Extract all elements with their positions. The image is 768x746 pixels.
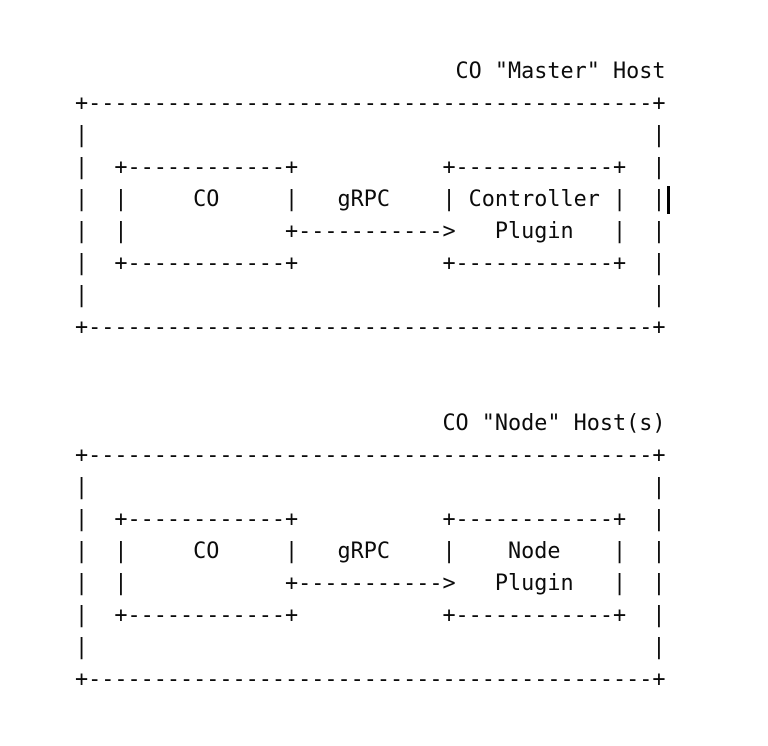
ascii-diagram-node-host: CO "Node" Host(s) +---------------------…: [75, 411, 666, 692]
ascii-diagram-master-host: CO "Master" Host +----------------------…: [75, 59, 666, 340]
text-cursor-artifact: [667, 186, 670, 214]
